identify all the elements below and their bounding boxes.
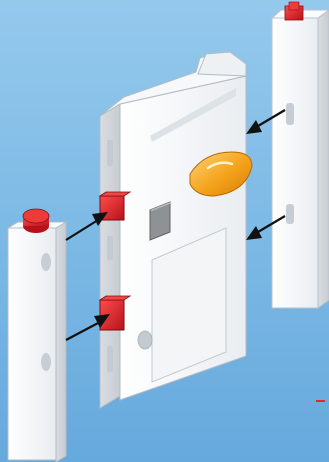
left-pillar-hole-lower	[41, 353, 51, 371]
right-pillar-slot-upper	[286, 103, 294, 125]
housing-hole	[138, 331, 152, 349]
accent-mark	[316, 400, 325, 402]
arrowhead-lower-right	[246, 226, 262, 240]
right-pillar-front	[272, 18, 318, 308]
right-pillar	[272, 2, 329, 308]
housing-side-slot-2	[107, 236, 113, 260]
left-pillar-side	[56, 222, 66, 462]
right-pillar-slot-lower	[286, 204, 294, 224]
main-housing	[100, 52, 246, 408]
arrowhead-upper-right	[246, 120, 262, 134]
left-pillar	[8, 209, 66, 462]
right-pillar-side	[318, 10, 329, 308]
right-pillar-red-stud	[285, 2, 303, 20]
left-pillar-hole-upper	[41, 253, 51, 271]
left-pillar-red-stud	[23, 209, 49, 233]
housing-side-slot-1	[107, 140, 113, 166]
housing-top-handle	[198, 52, 246, 76]
housing-side-slot-3	[107, 346, 113, 372]
